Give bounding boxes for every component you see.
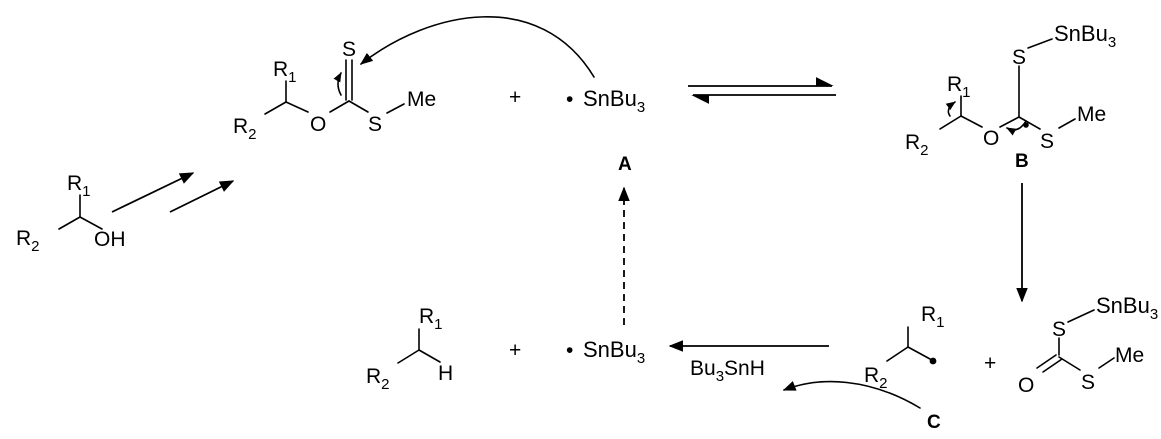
byproduct-snbu3-label: SnBu3	[1096, 293, 1158, 323]
xanthate-r2-label: R2	[233, 115, 257, 143]
xanthate-molecule: R1 R2 O S S Me	[233, 38, 436, 143]
b-r2-label: R2	[905, 131, 929, 159]
bu3snh-label: Bu3SnH	[690, 357, 765, 385]
alcohol-oh-label: OH	[94, 228, 126, 251]
c-radical-dot	[929, 357, 937, 365]
b-s-sn-label: S	[1012, 46, 1026, 69]
cs-electron-arrow	[333, 72, 342, 96]
byproduct-s-me-label: S	[1081, 371, 1095, 394]
byproduct-o-label: O	[1018, 374, 1034, 397]
dithiocarbonate-byproduct: S SnBu3 O S Me	[1018, 293, 1158, 397]
product-r1-label: R1	[419, 305, 443, 333]
xanthate-thioether-s-label: S	[368, 113, 382, 136]
radical-dot-regenerated: •	[566, 339, 573, 362]
radical-attack-arrow	[359, 16, 595, 78]
alcohol-r2-label: R2	[16, 227, 40, 255]
plus-sign-bottom-right: +	[984, 352, 996, 375]
alkyl-radical-c: R1 R2 C	[864, 303, 945, 433]
c-r1-label: R1	[921, 303, 945, 331]
alcohol-r1-label: R1	[67, 172, 91, 200]
xanthate-o-label: O	[310, 113, 326, 136]
b-electron-arrow-1	[945, 101, 956, 117]
plus-sign-top: +	[509, 86, 521, 109]
xanthate-thione-s-label: S	[342, 38, 356, 61]
conversion-arrow-1	[111, 172, 195, 213]
b-s-me-label: S	[1040, 130, 1054, 153]
b-snbu3-label: SnBu3	[1054, 21, 1116, 51]
tin-radical-a-label: SnBu3	[583, 86, 645, 116]
alcohol-molecule: R1 R2 OH	[16, 172, 126, 255]
b-electron-arrow-2	[1006, 120, 1027, 136]
c-r2-label: R2	[864, 364, 888, 392]
tin-radical-a: • SnBu3 A	[566, 86, 645, 175]
tin-radical-regenerated: • SnBu3	[566, 337, 645, 367]
product-h-label: H	[438, 362, 453, 385]
byproduct-s-sn-label: S	[1052, 318, 1066, 341]
conversion-arrow-2	[169, 180, 235, 213]
b-o-label: O	[983, 127, 999, 150]
h-transfer-curved-arrow	[782, 380, 921, 409]
tin-radical-regenerated-label: SnBu3	[583, 337, 645, 367]
label-c: C	[927, 412, 941, 433]
b-me-label: Me	[1077, 103, 1106, 126]
intermediate-b: R1 R2 O S SnBu3 S Me B	[905, 21, 1116, 172]
xanthate-r1-label: R1	[273, 58, 297, 86]
product-r2-label: R2	[366, 365, 390, 393]
radical-dot-a: •	[566, 88, 573, 111]
b-r1-label: R1	[947, 73, 971, 101]
plus-sign-bottom: +	[509, 339, 521, 362]
xanthate-me-label: Me	[407, 88, 436, 111]
alkane-product: R1 R2 H	[366, 305, 453, 393]
label-a: A	[618, 154, 632, 175]
label-b: B	[1015, 151, 1029, 172]
byproduct-me-label: Me	[1115, 344, 1144, 367]
